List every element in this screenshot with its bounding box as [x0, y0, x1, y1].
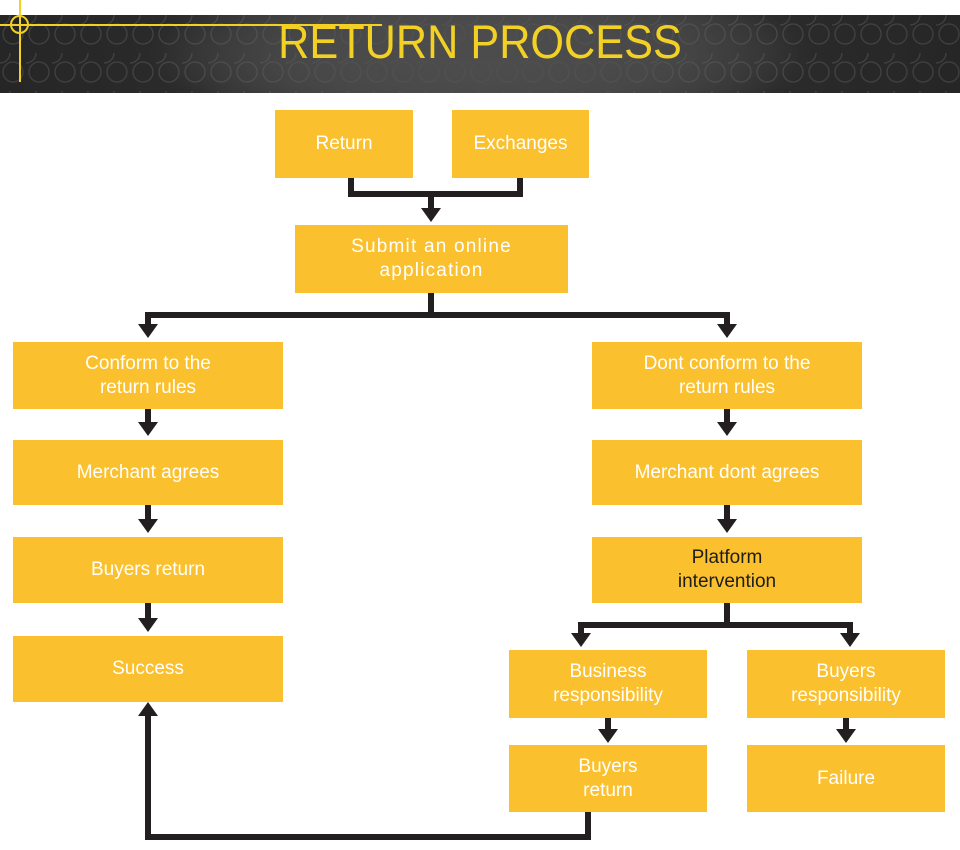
arrow-to-merchant-agrees — [138, 422, 158, 436]
node-submit-application[interactable]: Submit an online application — [295, 225, 568, 293]
node-business-responsibility[interactable]: Business responsibility — [509, 650, 707, 718]
edge-feedback-down — [585, 812, 591, 840]
node-merchant-dont-agrees[interactable]: Merchant dont agrees — [592, 440, 862, 505]
node-failure[interactable]: Failure — [747, 745, 945, 812]
arrow-to-buyers-return-left — [138, 519, 158, 533]
edge-merge-bus — [348, 191, 523, 197]
edge-split-right-drop — [724, 312, 730, 328]
decorative-vertical-line — [19, 0, 21, 82]
arrow-to-business-responsibility — [571, 633, 591, 647]
edge-merchant-agrees-to-buyers-return — [145, 505, 151, 523]
edge-exchanges-stub — [517, 178, 523, 197]
arrow-to-dont-conform-rules — [717, 324, 737, 338]
arrow-to-buyers-return-bottom — [598, 729, 618, 743]
edge-dont-conform-to-merchant-dont-agrees — [724, 409, 730, 426]
arrow-to-success — [138, 618, 158, 632]
edge-responsibility-bus — [578, 622, 853, 628]
arrow-to-platform-intervention — [717, 519, 737, 533]
node-exchanges[interactable]: Exchanges — [452, 110, 589, 178]
edge-business-drop — [578, 622, 584, 637]
decorative-circle-icon — [10, 15, 29, 34]
arrow-to-success-loop — [138, 702, 158, 716]
arrow-to-failure — [836, 729, 856, 743]
edge-buyers-return-to-success — [145, 603, 151, 622]
node-dont-conform-to-return-rules[interactable]: Dont conform to the return rules — [592, 342, 862, 409]
edge-merge-drop — [428, 191, 434, 211]
node-buyers-responsibility[interactable]: Buyers responsibility — [747, 650, 945, 718]
arrow-to-buyers-responsibility — [840, 633, 860, 647]
edge-buyers-resp-to-failure — [843, 718, 849, 732]
node-merchant-agrees[interactable]: Merchant agrees — [13, 440, 283, 505]
edge-merchant-dont-agrees-to-platform — [724, 505, 730, 523]
edge-submit-drop — [428, 293, 434, 318]
node-platform-intervention[interactable]: Platform intervention — [592, 537, 862, 603]
node-conform-to-return-rules[interactable]: Conform to the return rules — [13, 342, 283, 409]
edge-feedback-base — [145, 834, 591, 840]
node-success[interactable]: Success — [13, 636, 283, 702]
node-buyers-return-left[interactable]: Buyers return — [13, 537, 283, 603]
edge-split-left-drop — [145, 312, 151, 328]
arrow-to-conform-rules — [138, 324, 158, 338]
edge-platform-drop — [724, 603, 730, 625]
edge-buyers-resp-drop — [847, 622, 853, 637]
edge-split-bus — [145, 312, 730, 318]
node-buyers-return-bottom[interactable]: Buyers return — [509, 745, 707, 812]
edge-feedback-up — [145, 716, 151, 840]
edge-conform-to-merchant-agrees — [145, 409, 151, 426]
edge-business-to-buyers-return — [605, 718, 611, 732]
edge-return-stub — [348, 178, 354, 197]
arrow-to-submit-application — [421, 208, 441, 222]
node-return[interactable]: Return — [275, 110, 413, 178]
arrow-to-merchant-dont-agrees — [717, 422, 737, 436]
decorative-horizontal-line — [0, 24, 382, 26]
